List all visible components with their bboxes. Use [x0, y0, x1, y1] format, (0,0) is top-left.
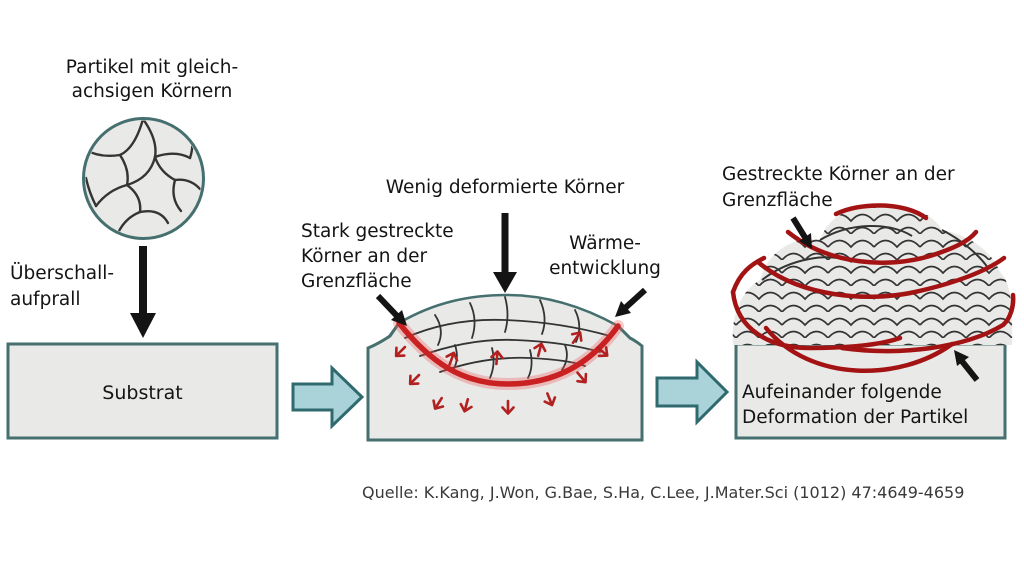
impact-stage-drawing — [366, 293, 644, 442]
stage2-left-label: Stark gestreckte Körner an der Grenzfläc… — [301, 221, 454, 292]
stage1-title: Partikel mit gleich- achsigen Körnern — [65, 57, 239, 102]
stage2-top-label: Wenig deformierte Körner — [385, 177, 625, 198]
process-arrow-1 — [291, 364, 365, 430]
process-arrow-2 — [655, 358, 730, 426]
impact-label: Überschall- aufprall — [10, 263, 115, 310]
stage2-right-label: Wärme- entwicklung — [549, 233, 661, 279]
substrate-box-1 — [6, 342, 279, 440]
label-arrow-stretched-grains — [375, 293, 407, 326]
source-citation: Quelle: K.Kang, J.Won, G.Bae, S.Ha, C.Le… — [362, 483, 965, 502]
substrate-label-1: Substrat — [102, 382, 183, 404]
equiaxed-particle-drawing — [82, 117, 205, 240]
label-arrow-weakly-deformed — [493, 213, 517, 293]
label-arrow-heat — [615, 287, 648, 317]
stage3-top-label: Gestreckte Körner an der Grenzfläche — [722, 164, 955, 211]
pile-interface-lines — [730, 203, 1016, 373]
interface-line — [396, 320, 621, 387]
stage3-caption: Aufeinander folgende Deformation der Par… — [742, 382, 969, 428]
label-arrow-successive-deformation — [954, 350, 980, 382]
label-arrow-stretched-interface — [790, 216, 812, 249]
impact-arrow — [130, 246, 156, 338]
